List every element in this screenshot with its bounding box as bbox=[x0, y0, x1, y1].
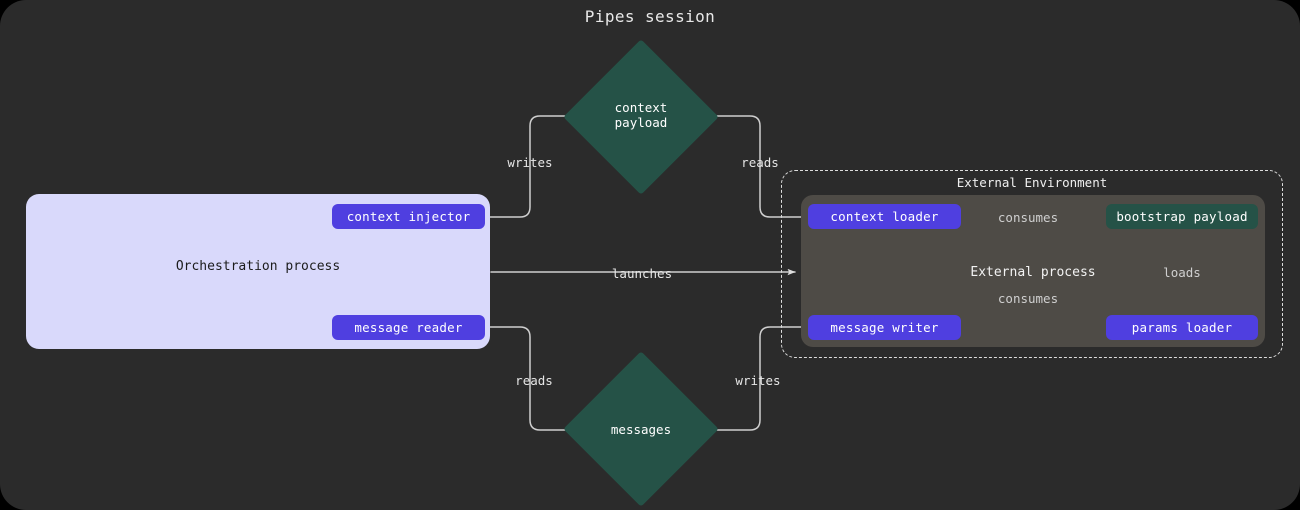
node-bootstrap-payload[interactable]: bootstrap payload bbox=[1106, 204, 1258, 229]
context-payload-line1: context bbox=[614, 100, 668, 115]
edge-label-consumes-context: consumes bbox=[997, 210, 1059, 225]
node-context-injector[interactable]: context injector bbox=[332, 204, 485, 229]
messages-line1: messages bbox=[610, 422, 672, 437]
external-environment-boundary bbox=[781, 170, 1283, 358]
page-title: Pipes session bbox=[584, 7, 716, 26]
edge-label-consumes-writer: consumes bbox=[997, 291, 1059, 306]
node-context-loader[interactable]: context loader bbox=[808, 204, 961, 229]
orchestration-process-label: Orchestration process bbox=[175, 259, 341, 274]
edge-label-loads-params: loads bbox=[1163, 265, 1201, 280]
node-params-loader[interactable]: params loader bbox=[1106, 315, 1258, 340]
edge-label-launches: launches bbox=[611, 266, 673, 281]
external-environment-label: External Environment bbox=[956, 175, 1108, 190]
datastore-messages-label: messages bbox=[566, 422, 716, 437]
edge-label-reads-context: reads bbox=[741, 155, 779, 170]
edge-label-writes-messages: writes bbox=[735, 373, 781, 388]
external-process-label: External process bbox=[970, 265, 1096, 280]
node-message-writer[interactable]: message writer bbox=[808, 315, 961, 340]
edge-label-writes-context: writes bbox=[507, 155, 553, 170]
datastore-context-payload-label: context payload bbox=[566, 100, 716, 130]
context-payload-line2: payload bbox=[614, 115, 668, 130]
node-message-reader[interactable]: message reader bbox=[332, 315, 485, 340]
edge-label-reads-messages: reads bbox=[515, 373, 553, 388]
